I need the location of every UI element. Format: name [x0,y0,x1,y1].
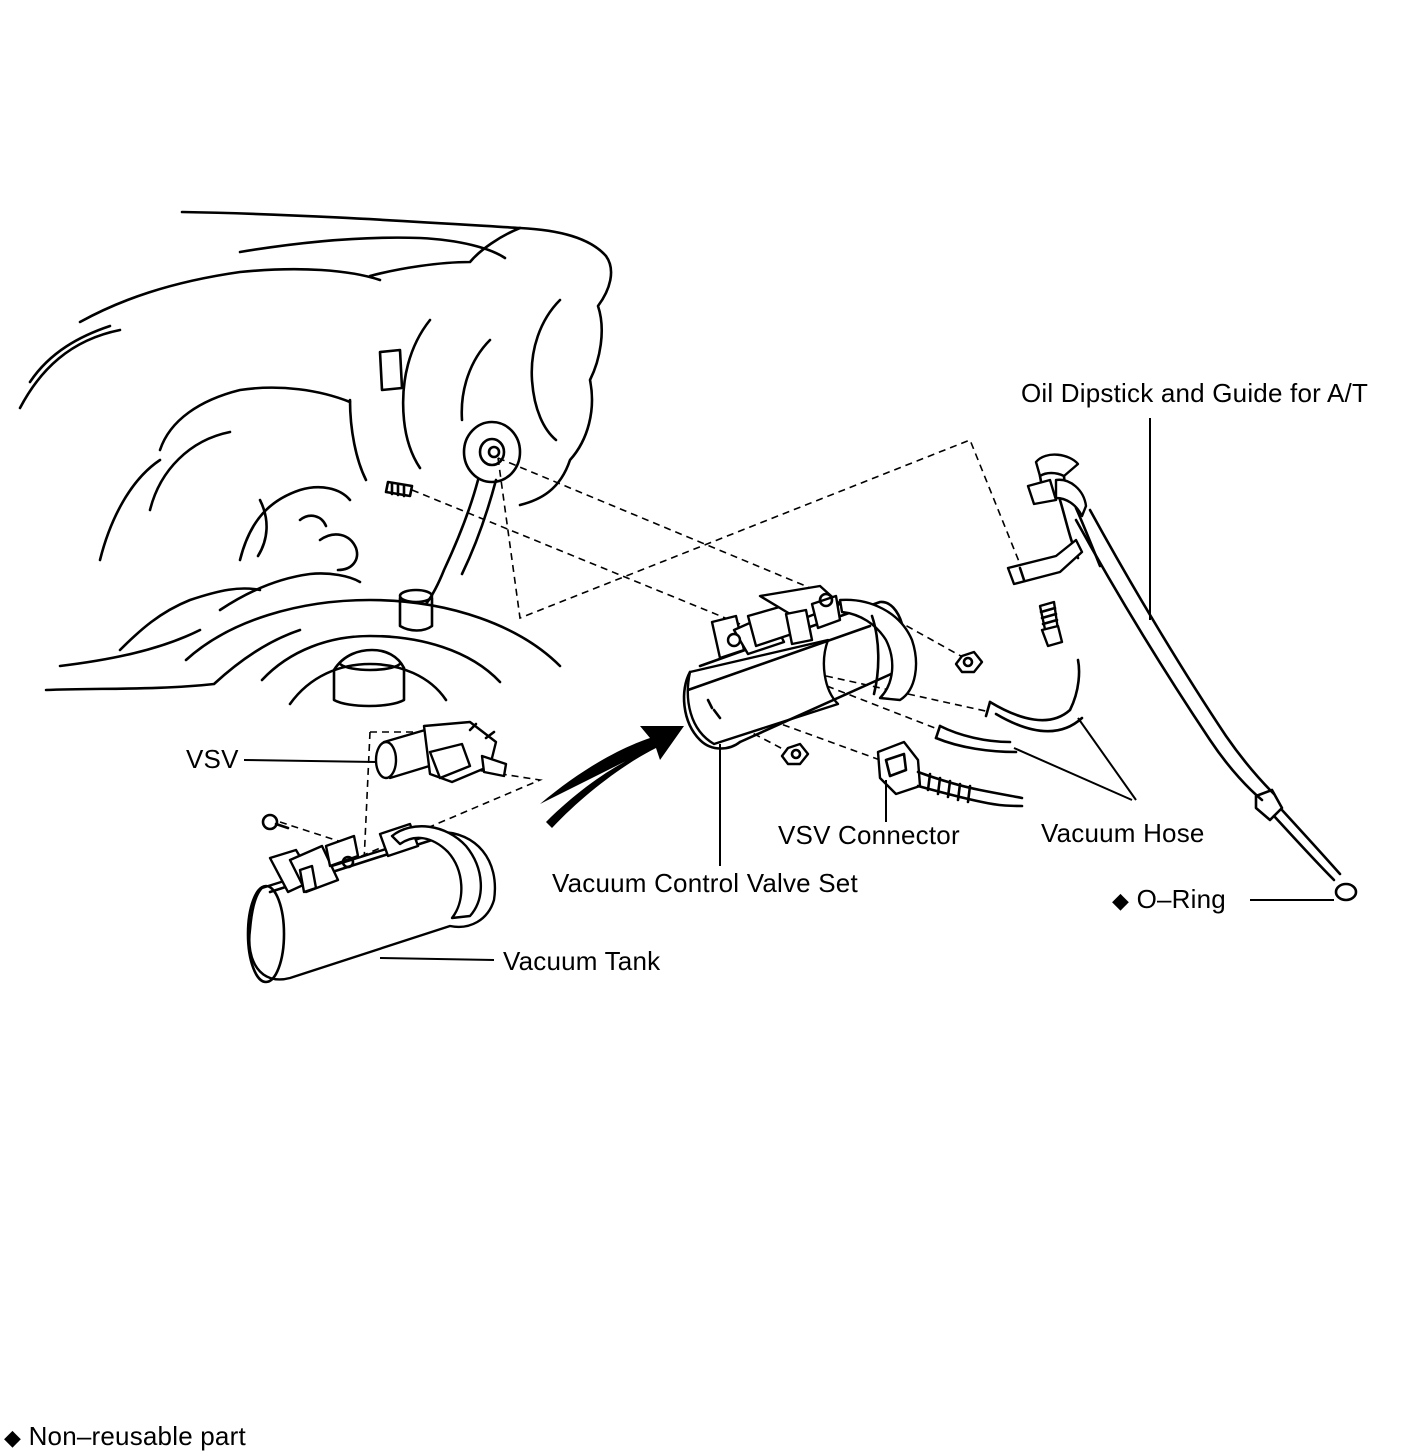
legend-text: Non–reusable part [28,1421,246,1451]
label-vacuum-control-valve-set: Vacuum Control Valve Set [552,868,858,898]
label-o-ring-text: O–Ring [1136,884,1226,914]
label-oil-dipstick: Oil Dipstick and Guide for A/T [1021,378,1369,408]
label-vacuum-hose: Vacuum Hose [1041,818,1205,848]
oil-dipstick-and-guide-drawing [1006,453,1358,902]
legend-symbol: ◆ [4,1425,22,1450]
label-vsv-connector: VSV Connector [778,820,960,850]
non-reusable-marker: ◆ [1112,888,1130,913]
leader-lines [243,418,1334,961]
vsv-drawing [374,720,508,784]
transition-arrow [540,726,684,828]
assembly-guide-lines [279,438,1051,863]
label-vacuum-tank: Vacuum Tank [503,946,661,976]
vacuum-tank-drawing [246,813,497,984]
vacuum-control-valve-set-drawing [682,584,984,766]
vacuum-hoses [934,658,1084,754]
label-o-ring: ◆ O–Ring [1112,884,1226,916]
label-vsv: VSV [186,744,239,774]
engine-intake-manifold [18,210,613,708]
vsv-connector-drawing [876,740,1024,808]
legend-non-reusable: ◆ Non–reusable part [4,1421,246,1453]
